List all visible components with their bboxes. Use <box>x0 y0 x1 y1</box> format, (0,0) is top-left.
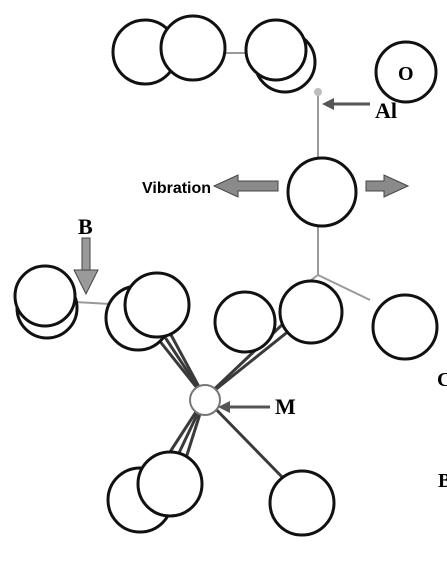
m-pointer-arrow <box>218 401 270 413</box>
m-arrow-head <box>218 401 230 413</box>
vibration-arrow-left <box>212 174 279 198</box>
atom-b-left-front <box>13 264 77 328</box>
label-edge-b: B <box>438 470 447 492</box>
vibration-arrows <box>212 174 410 198</box>
label-oxygen: O <box>398 63 414 85</box>
b-pointer-arrow <box>73 237 99 296</box>
atoms <box>13 14 439 537</box>
atom-right-edge <box>371 293 439 361</box>
label-metal: M <box>275 394 296 419</box>
al-pointer-arrow <box>322 98 370 110</box>
atom-oxygen <box>374 40 438 104</box>
atom-upper-right-front <box>278 279 344 345</box>
label-edge-c: C <box>437 369 447 391</box>
label-site-b: B <box>78 214 93 239</box>
atom-top-left-front <box>159 14 227 82</box>
atom-aluminum <box>314 88 322 96</box>
b-arrow-head <box>73 269 99 296</box>
label-aluminum: Al <box>375 98 397 123</box>
atom-lower-right <box>268 469 336 537</box>
bond-lower-branch-b <box>317 274 371 301</box>
bond-network <box>74 52 371 306</box>
b-arrow-shaft <box>81 237 91 273</box>
vibration-arrow-right <box>365 174 410 198</box>
atom-lower-left-front <box>136 450 204 518</box>
bond-m-lower-right <box>203 396 287 482</box>
atom-upper-left-front <box>123 271 191 339</box>
atom-upper-right-back <box>213 290 277 354</box>
label-vibration: Vibration <box>142 180 211 197</box>
bond-m-upper-right-1 <box>204 328 291 400</box>
atom-top-mid-front <box>244 18 308 82</box>
atom-metal <box>189 384 221 416</box>
atom-vibrating <box>286 156 358 228</box>
al-arrow-head <box>322 98 334 110</box>
